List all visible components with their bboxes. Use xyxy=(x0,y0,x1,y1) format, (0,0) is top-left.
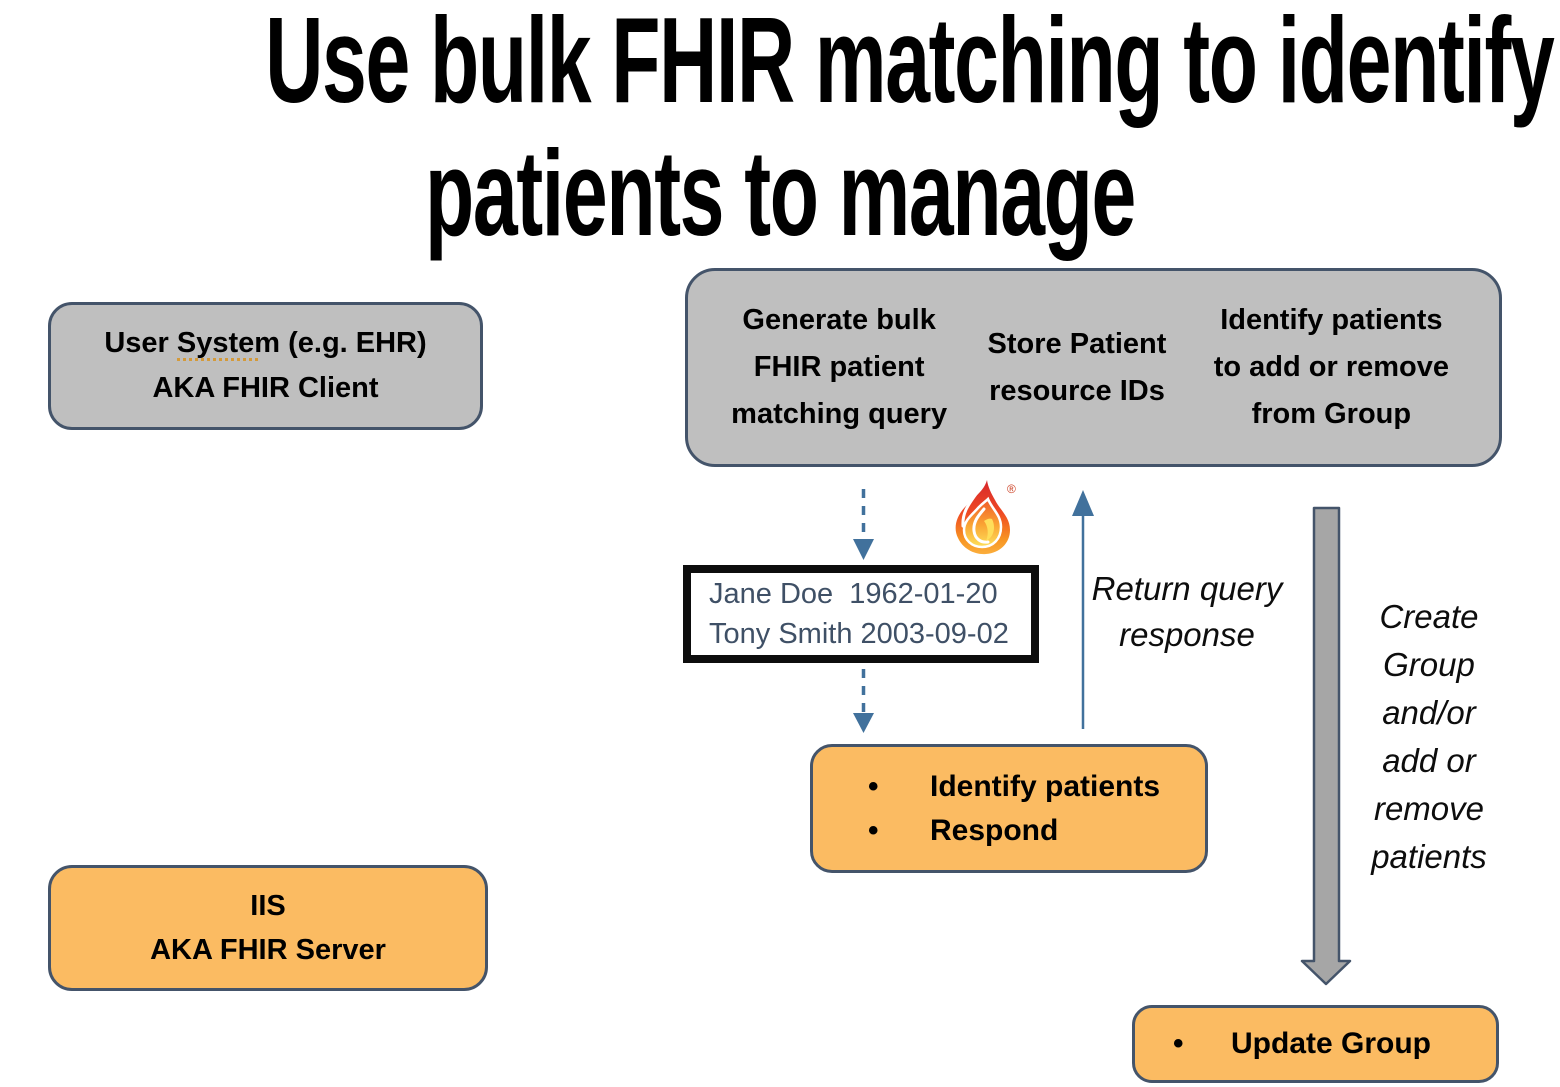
action-row: • Respond xyxy=(868,809,1205,853)
update-group-box: • Update Group xyxy=(1132,1005,1499,1083)
action-label-update-group: Update Group xyxy=(1231,1027,1431,1060)
action-label-identify: Identify patients xyxy=(930,769,1161,803)
patient-list-box: Jane Doe 1962-01-20 Tony Smith 2003-09-0… xyxy=(683,565,1039,663)
pipeline-step-identify-patients: Identify patients to add or remove from … xyxy=(1213,304,1449,430)
pipeline-step-generate-query: Generate bulk FHIR patient matching quer… xyxy=(731,304,948,430)
bullet-icon: • xyxy=(868,813,879,847)
user-system-label-line1: User System (e.g. EHR) xyxy=(104,327,427,359)
create-group-label: Create Group and/or add or remove patien… xyxy=(1371,598,1487,875)
patient-row: Tony Smith 2003-09-02 xyxy=(709,618,1009,650)
bullet-icon: • xyxy=(868,769,879,803)
patient-row: Jane Doe 1962-01-20 xyxy=(709,578,998,610)
action-label-respond: Respond xyxy=(930,813,1059,847)
return-query-label: Return query response xyxy=(1091,570,1283,653)
bulk-query-arrow-down xyxy=(853,489,874,560)
user-system-box: User System (e.g. EHR) AKA FHIR Client xyxy=(48,302,483,430)
slide-title: Use bulk FHIR matching to identify patie… xyxy=(0,0,1560,260)
bullet-icon: • xyxy=(1173,1027,1184,1060)
slide-title-line1: Use bulk FHIR matching to identify xyxy=(265,0,1555,128)
registered-mark: ® xyxy=(1007,482,1016,496)
iis-actions-box: • Identify patients • Respond xyxy=(810,744,1208,873)
match-list-arrow-down xyxy=(853,669,874,733)
iis-server-box: IIS AKA FHIR Server xyxy=(48,865,488,991)
action-row: • Update Group xyxy=(1173,1022,1496,1066)
action-row: • Identify patients xyxy=(868,765,1205,809)
user-system-label-line2: AKA FHIR Client xyxy=(152,372,379,404)
iis-label-line1: IIS xyxy=(250,890,286,922)
slide-title-line2: patients to manage xyxy=(424,125,1136,261)
fhir-flame-icon: ® xyxy=(948,478,1018,558)
client-pipeline-box: Generate bulk FHIR patient matching quer… xyxy=(685,268,1502,467)
iis-label-line2: AKA FHIR Server xyxy=(150,934,386,966)
pipeline-step-store-ids: Store Patient resource IDs xyxy=(987,327,1167,407)
spellcheck-underline xyxy=(177,344,258,361)
create-group-arrow-down xyxy=(1300,506,1352,986)
